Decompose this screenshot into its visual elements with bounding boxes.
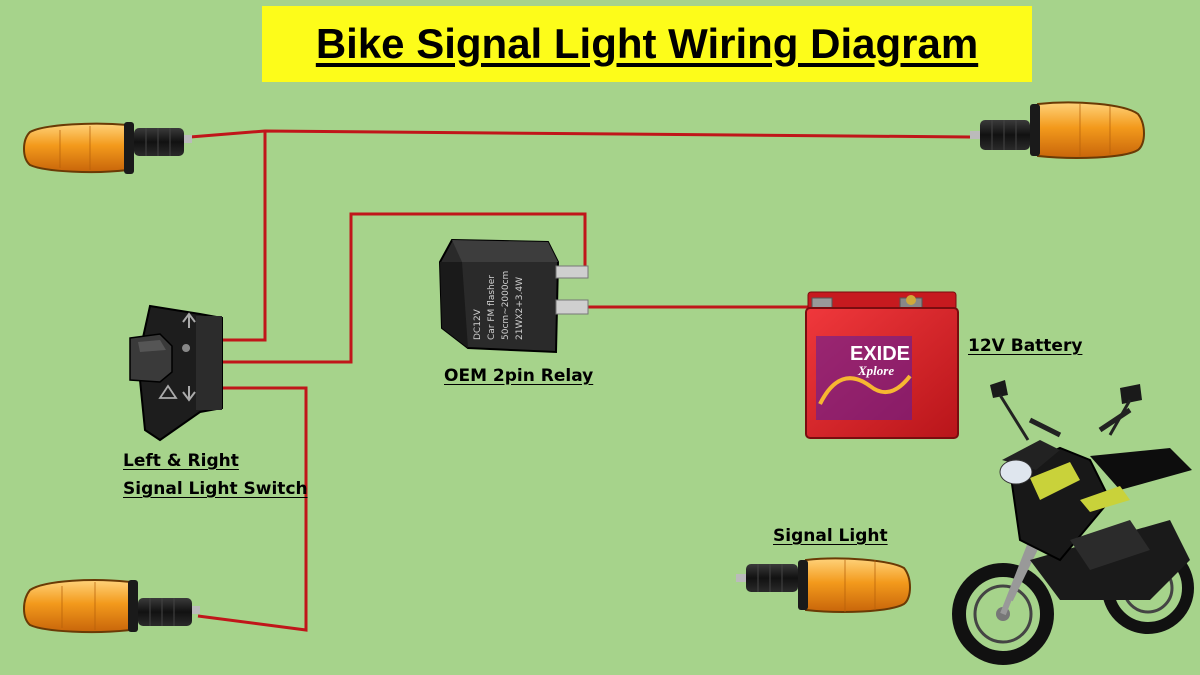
oem-2pin-relay-icon: DC12V Car FM flasher 50cm~2000cm 21WX2+3… [438, 238, 589, 354]
wire-switch-to-rear [197, 386, 308, 632]
signal-light-sample-icon [736, 557, 911, 613]
battery-brand-text: EXIDE [850, 343, 910, 365]
indicator-front-left-icon [23, 122, 192, 174]
indicator-rear-left-icon [23, 579, 200, 634]
title-banner: Bike Signal Light Wiring Diagram [262, 6, 1032, 82]
switch-label-line2: Signal Light Switch [123, 479, 308, 499]
relay-print-line1: DC12V [473, 308, 483, 340]
motorcycle-icon [952, 380, 1194, 665]
relay-print-line2: Car FM flasher [487, 275, 497, 340]
12v-battery-icon: EXIDE Xplore [805, 291, 959, 439]
relay-print-line4: 21WX2+3.4W [515, 277, 525, 340]
wires [189, 129, 971, 632]
wire-front-indicators [189, 129, 971, 139]
relay-print-line3: 50cm~2000cm [501, 271, 511, 340]
wire-switch-to-relay [222, 212, 587, 364]
signal-light-label: Signal Light [773, 526, 888, 546]
relay-label: OEM 2pin Relay [444, 366, 594, 386]
battery-label: 12V Battery [968, 336, 1083, 356]
battery-model-text: Xplore [857, 363, 894, 378]
indicator-front-right-icon [970, 101, 1145, 159]
switch-label-line1: Left & Right [123, 451, 239, 471]
wire-switch-to-front [222, 131, 267, 342]
page-title: Bike Signal Light Wiring Diagram [315, 20, 979, 67]
signal-light-switch-icon [129, 304, 223, 442]
